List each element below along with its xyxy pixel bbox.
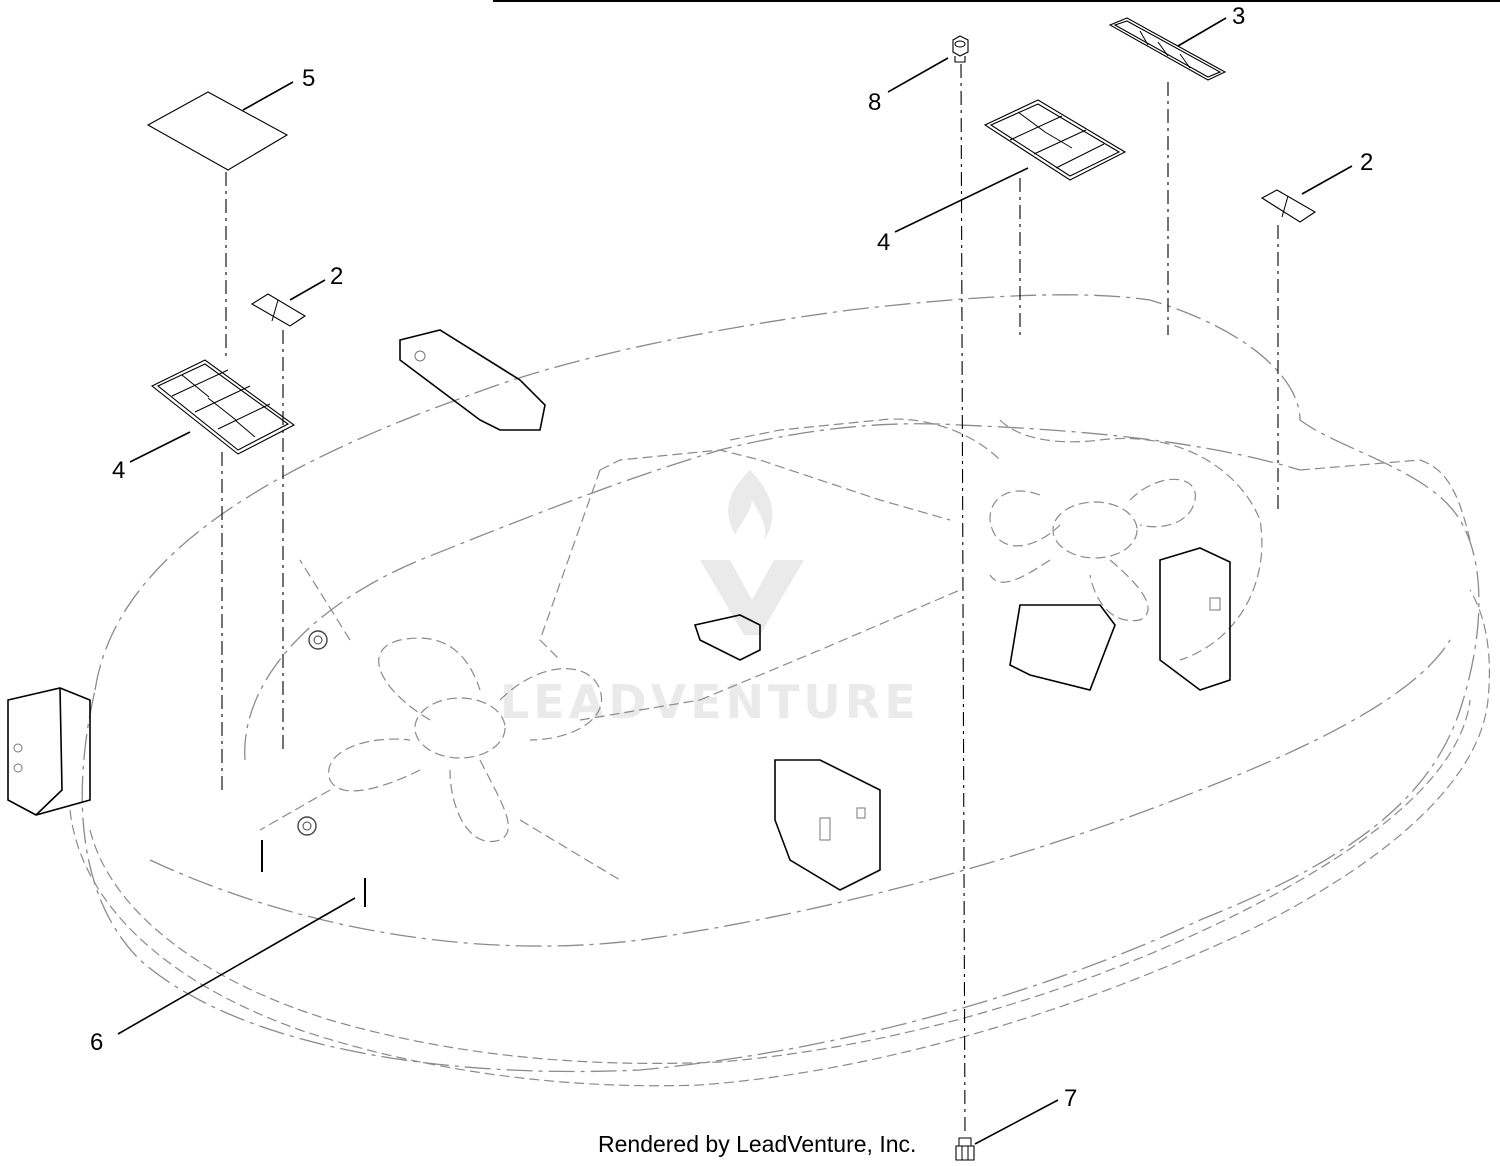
left-side-bracket bbox=[7, 687, 91, 816]
callout-7: 7 bbox=[1064, 1085, 1077, 1112]
leader-6 bbox=[117, 897, 356, 1035]
leader-4-right bbox=[894, 167, 1029, 233]
callout-8: 8 bbox=[868, 89, 881, 116]
decal-2-left bbox=[250, 293, 307, 327]
callout-2-left: 2 bbox=[330, 263, 343, 290]
deck-nut-2 bbox=[297, 816, 317, 836]
deck-skirt-lip bbox=[69, 589, 1490, 1087]
leader-2-left bbox=[289, 279, 326, 301]
decal-5 bbox=[146, 91, 289, 171]
skid-plate bbox=[1009, 604, 1116, 691]
callout-5: 5 bbox=[302, 65, 315, 92]
deck-inner-rim bbox=[149, 639, 1451, 947]
callout-4-left: 4 bbox=[112, 457, 125, 484]
decal-4-left bbox=[150, 359, 296, 455]
hinge-strip bbox=[693, 614, 761, 661]
bolt-7 bbox=[955, 1137, 975, 1161]
front-frame bbox=[1299, 459, 1471, 541]
center-baffle-bracket bbox=[774, 759, 881, 891]
callout-3: 3 bbox=[1232, 3, 1245, 30]
leader-3 bbox=[1177, 17, 1227, 47]
watermark-logo: LEADVENTURE bbox=[500, 470, 920, 729]
callout-2-right: 2 bbox=[1360, 149, 1373, 176]
decal-4-right bbox=[983, 99, 1127, 181]
deck-outer-shell bbox=[81, 294, 1480, 1073]
mower-deck bbox=[7, 294, 1490, 1087]
center-frame bbox=[539, 418, 1001, 701]
callout-6: 6 bbox=[90, 1029, 103, 1056]
left-spindle-mount bbox=[259, 559, 701, 881]
right-spindle-mount bbox=[989, 419, 1263, 661]
right-baffle-bracket bbox=[1159, 547, 1231, 691]
render-credit: Rendered by LeadVenture, Inc. bbox=[598, 1131, 916, 1157]
leader-4-left bbox=[129, 431, 191, 463]
rear-hinge-bracket bbox=[399, 329, 546, 431]
leader-2-right bbox=[1301, 165, 1353, 195]
v-mark-icon bbox=[700, 560, 804, 635]
flame-icon bbox=[728, 470, 773, 540]
decal-2-right bbox=[1260, 189, 1317, 223]
leader-7 bbox=[974, 1099, 1059, 1145]
decal-3 bbox=[1108, 17, 1227, 81]
deck-skirt-inner bbox=[89, 699, 1471, 1065]
deck-nut-1 bbox=[308, 630, 328, 650]
leader-8 bbox=[887, 57, 949, 93]
watermark-text: LEADVENTURE bbox=[500, 675, 920, 729]
dash-line-8-7 bbox=[960, 63, 966, 1136]
nut-8 bbox=[952, 35, 969, 63]
leader-5 bbox=[242, 81, 294, 111]
callout-4-right: 4 bbox=[877, 229, 890, 256]
